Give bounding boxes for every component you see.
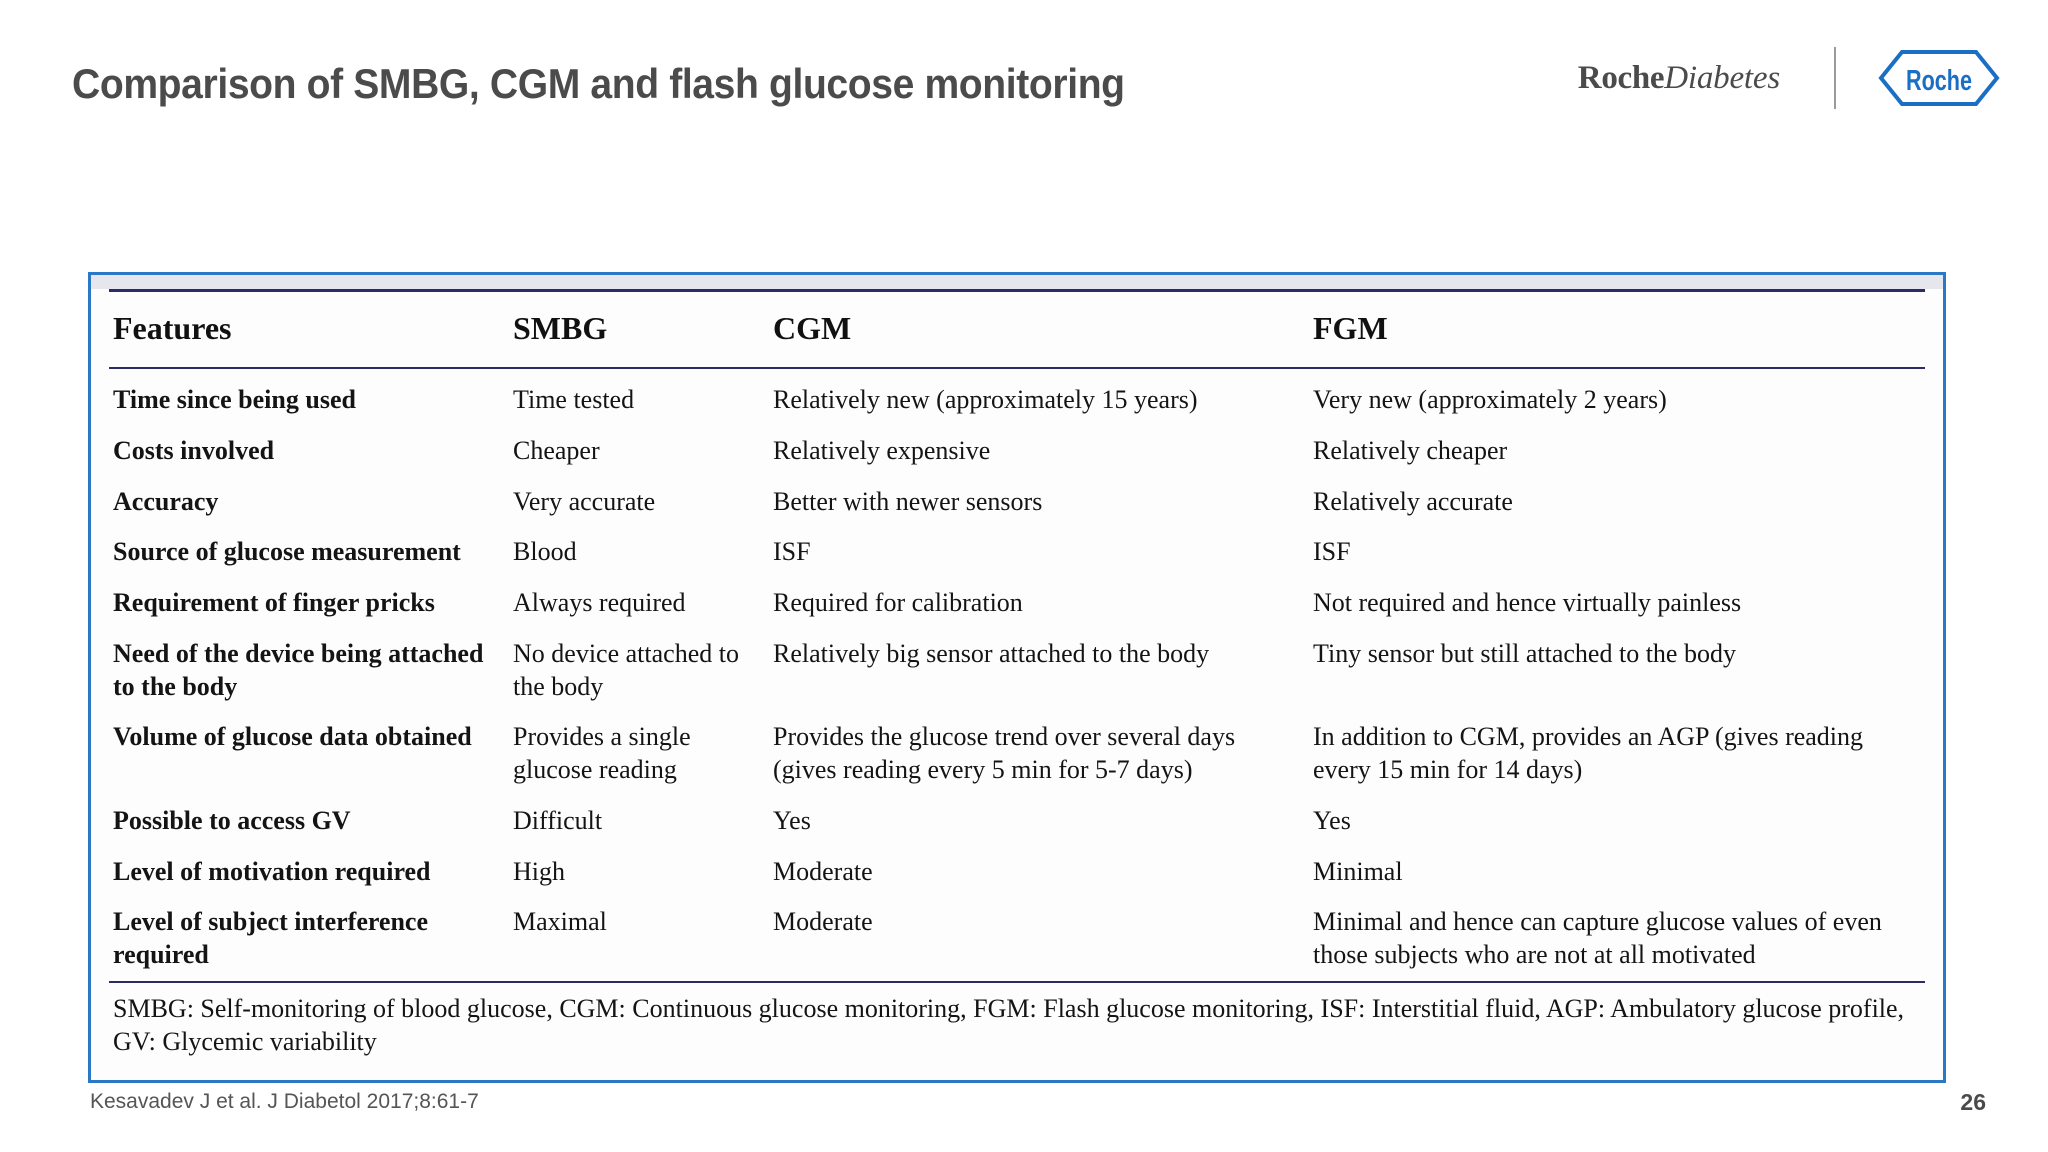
- slide-footer: Kesavadev J et al. J Diabetol 2017;8:61-…: [0, 1032, 2048, 1152]
- cell-smbg: Very accurate: [513, 486, 656, 516]
- table-truncated-caption: [111, 275, 1923, 277]
- cell-cgm: Relatively new (approximately 15 years): [773, 385, 1198, 414]
- cell-smbg: Always required: [513, 588, 686, 617]
- cell-smbg: Provides a single glucose reading: [513, 722, 691, 784]
- roche-hexagon-logo-icon: Roche: [1878, 49, 2000, 107]
- wordmark-diabetes-text: Diabetes: [1664, 59, 1780, 96]
- cell-feature: Source of glucose measurement: [113, 537, 461, 567]
- cell-cgm: Moderate: [773, 907, 873, 937]
- table-rule-above-footnote: [109, 980, 1925, 983]
- cell-fgm: Relatively accurate: [1313, 486, 1513, 516]
- table-header-area: Features SMBG CGM FGM: [91, 292, 1943, 367]
- table-body-area: Time since being used Time tested Relati…: [91, 369, 1943, 981]
- roche-logo-text: Roche: [1906, 65, 1972, 97]
- cell-fgm: Not required and hence virtually painles…: [1313, 588, 1742, 617]
- cell-cgm: Relatively expensive: [773, 435, 991, 465]
- cell-feature: Level of subject interference required: [113, 907, 429, 969]
- cell-smbg: No device attached to the body: [513, 638, 739, 701]
- column-header-fgm: FGM: [1313, 310, 1388, 346]
- cell-fgm: Relatively cheaper: [1313, 435, 1508, 465]
- table-top-band: [91, 275, 1943, 289]
- cell-fgm: In addition to CGM, provides an AGP (giv…: [1313, 722, 1864, 784]
- column-header-cgm: CGM: [773, 310, 852, 346]
- table-row: Source of glucose measurement Blood ISF …: [113, 527, 1933, 578]
- cell-fgm: Minimal and hence can capture glucose va…: [1313, 907, 1882, 969]
- table-footnote-area: SMBG: Self-monitoring of blood glucose, …: [91, 983, 1943, 1081]
- cell-smbg: Difficult: [513, 805, 603, 835]
- cell-cgm: ISF: [773, 537, 811, 567]
- table-row: Level of subject interference required M…: [113, 897, 1933, 981]
- cell-fgm: Tiny sensor but still attached to the bo…: [1313, 638, 1736, 668]
- slide-header: Comparison of SMBG, CGM and flash glucos…: [0, 0, 2048, 150]
- table-rule-under-header: [109, 367, 1925, 369]
- cell-fgm: Yes: [1313, 805, 1351, 835]
- brand-divider: [1834, 47, 1836, 109]
- cell-smbg: Blood: [513, 537, 577, 567]
- table-header-row: Features SMBG CGM FGM: [113, 292, 1933, 367]
- cell-smbg: High: [513, 856, 565, 886]
- table-row: Accuracy Very accurate Better with newer…: [113, 477, 1933, 528]
- table-row: Possible to access GV Difficult Yes Yes: [113, 796, 1933, 847]
- slide-number: 26: [1960, 1089, 1986, 1115]
- cell-feature: Requirement of finger pricks: [113, 588, 435, 617]
- table-footnote: SMBG: Self-monitoring of blood glucose, …: [113, 993, 1905, 1056]
- cell-cgm: Moderate: [773, 856, 873, 886]
- table-row: Volume of glucose data obtained Provides…: [113, 712, 1933, 796]
- source-citation: Kesavadev J et al. J Diabetol 2017;8:61-…: [90, 1090, 479, 1113]
- comparison-table-body: Time since being used Time tested Relati…: [113, 375, 1933, 981]
- cell-feature: Volume of glucose data obtained: [113, 722, 472, 752]
- wordmark-roche-text: Roche: [1577, 59, 1665, 96]
- table-row: Level of motivation required High Modera…: [113, 847, 1933, 898]
- table-row: Need of the device being attached to the…: [113, 629, 1933, 713]
- cell-smbg: Cheaper: [513, 435, 600, 465]
- column-header-features: Features: [113, 310, 232, 346]
- cell-cgm: Provides the glucose trend over several …: [773, 722, 1236, 784]
- table-row: Costs involved Cheaper Relatively expens…: [113, 426, 1933, 477]
- table-row: Requirement of finger pricks Always requ…: [113, 578, 1933, 629]
- page-title: Comparison of SMBG, CGM and flash glucos…: [72, 60, 1125, 107]
- cell-fgm: Very new (approximately 2 years): [1313, 385, 1667, 414]
- cell-fgm: ISF: [1313, 537, 1351, 567]
- cell-smbg: Time tested: [513, 385, 635, 414]
- cell-cgm: Yes: [773, 805, 811, 835]
- cell-cgm: Required for calibration: [773, 588, 1023, 617]
- table-rule-top: [109, 289, 1925, 292]
- cell-feature: Time since being used: [113, 385, 356, 414]
- cell-cgm: Better with newer sensors: [773, 486, 1043, 516]
- cell-cgm: Relatively big sensor attached to the bo…: [773, 638, 1210, 668]
- cell-feature: Need of the device being attached to the…: [113, 638, 484, 701]
- cell-feature: Costs involved: [113, 435, 275, 465]
- column-header-smbg: SMBG: [513, 310, 608, 346]
- table-row: Time since being used Time tested Relati…: [113, 375, 1933, 426]
- cell-feature: Possible to access GV: [113, 805, 351, 835]
- cell-feature: Accuracy: [113, 486, 219, 516]
- cell-smbg: Maximal: [513, 907, 607, 937]
- comparison-table-figure: Features SMBG CGM FGM Time since being u…: [88, 272, 1946, 1084]
- cell-fgm: Minimal: [1313, 856, 1403, 886]
- cell-feature: Level of motivation required: [113, 856, 431, 886]
